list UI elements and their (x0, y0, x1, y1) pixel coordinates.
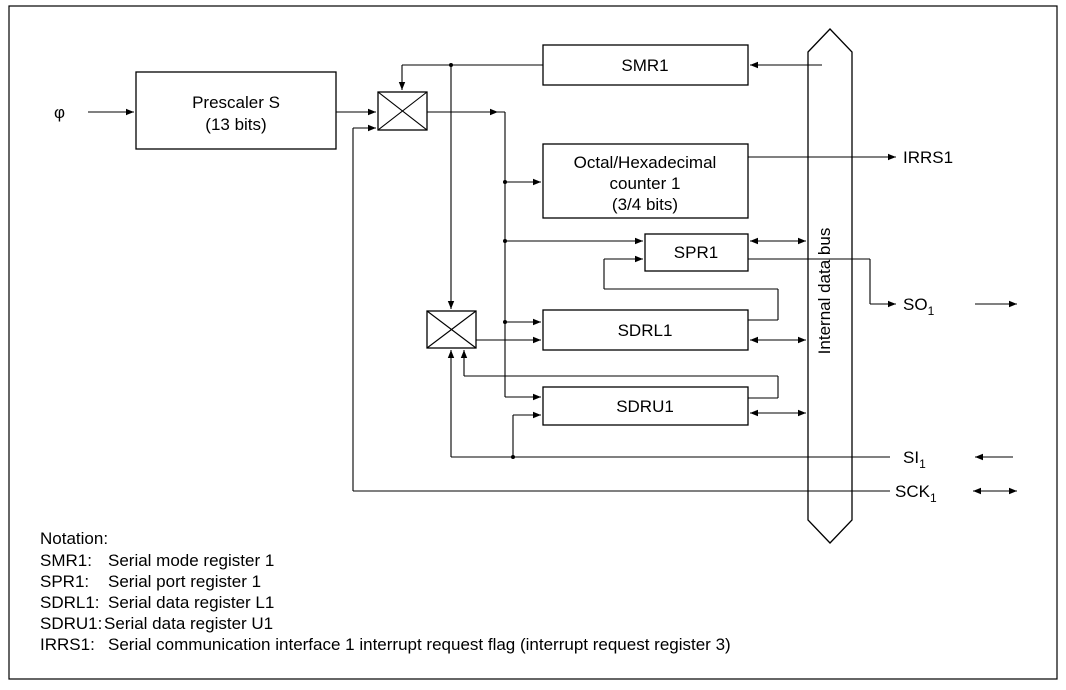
notation-desc: Serial port register 1 (108, 572, 261, 591)
irrs1-label: IRRS1 (903, 148, 953, 167)
notation-legend: Notation: SMR1: Serial mode register 1 S… (40, 529, 731, 654)
notation-abbr: IRRS1: (40, 635, 95, 654)
internal-data-bus: Internal data bus (807, 28, 853, 544)
notation-desc: Serial mode register 1 (108, 551, 274, 570)
so1-label: SO1 (903, 295, 935, 318)
prescaler-label: Prescaler S (192, 93, 280, 112)
sdru1-label: SDRU1 (616, 397, 674, 416)
notation-abbr: SPR1: (40, 572, 89, 591)
notation-desc: Serial data register L1 (108, 593, 274, 612)
notation-heading: Notation: (40, 529, 108, 548)
notation-desc: Serial data register U1 (104, 614, 273, 633)
sdrl1-register: SDRL1 (542, 309, 749, 351)
bus-label: Internal data bus (815, 228, 834, 355)
sck1-label: SCK1 (895, 482, 937, 505)
notation-abbr: SDRL1: (40, 593, 100, 612)
counter-label-line3: (3/4 bits) (612, 195, 678, 214)
prescaler-block: Prescaler S (13 bits) (135, 71, 337, 150)
spr1-label: SPR1 (674, 243, 718, 262)
notation-abbr: SMR1: (40, 551, 92, 570)
prescaler-bits-label: (13 bits) (205, 115, 266, 134)
phi-label: φ (54, 103, 65, 122)
notation-abbr: SDRU1: (40, 614, 102, 633)
spr1-register: SPR1 (644, 233, 749, 272)
signal-wires (88, 61, 1017, 495)
counter-block: Octal/Hexadecimal counter 1 (3/4 bits) (542, 143, 749, 219)
sdrl1-label: SDRL1 (618, 321, 673, 340)
si1-label: SI1 (903, 448, 926, 471)
notation-desc: Serial communication interface 1 interru… (108, 635, 731, 654)
smr1-register: SMR1 (542, 44, 749, 86)
multiplexer-1 (377, 91, 428, 131)
counter-label-line1: Octal/Hexadecimal (574, 153, 717, 172)
multiplexer-2 (426, 310, 477, 349)
smr1-label: SMR1 (621, 56, 668, 75)
sdru1-register: SDRU1 (542, 386, 749, 426)
diagram-frame (8, 5, 1058, 680)
counter-label-line2: counter 1 (610, 174, 681, 193)
